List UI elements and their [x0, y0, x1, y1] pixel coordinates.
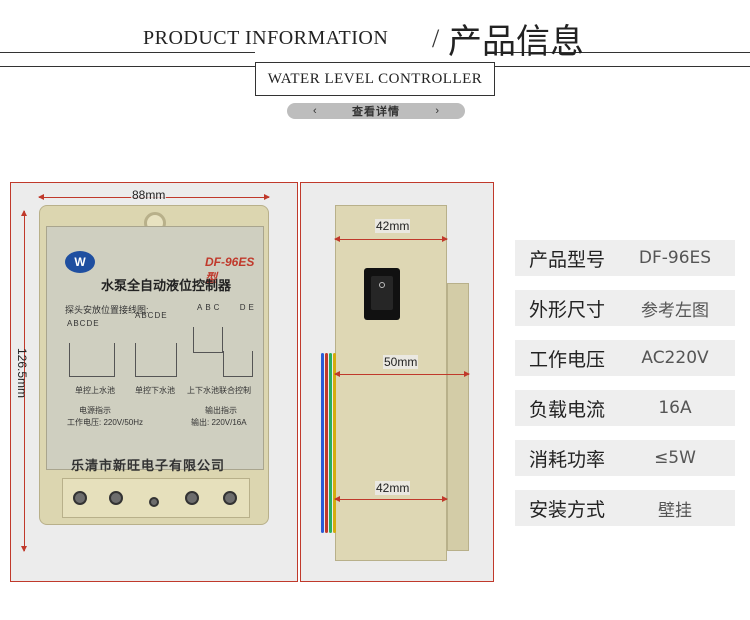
- product-subtitle-text: WATER LEVEL CONTROLLER: [267, 70, 483, 87]
- spec-value: DF-96ES: [638, 248, 712, 268]
- title-english: PRODUCT INFORMATION: [143, 27, 389, 49]
- controller-front: W DF-96ES型 水泵全自动液位控制器 探头安放位置接线图: ABCDE A…: [39, 205, 269, 525]
- bottom-width-dimension-line: [334, 496, 448, 502]
- title-slash: /: [432, 24, 440, 53]
- spec-value: 参考左图: [641, 300, 709, 321]
- arrow-left-icon: [38, 194, 44, 200]
- screw-icon: [109, 491, 123, 505]
- spec-key: 产品型号: [529, 248, 606, 271]
- spec-row-model: 产品型号 DF-96ES: [515, 240, 735, 276]
- power-switch: [364, 268, 400, 320]
- spec-row-mounting: 安装方式 壁挂: [515, 490, 735, 526]
- arrow-left-icon: [334, 496, 340, 502]
- rocker-switch: [371, 276, 393, 310]
- header-rule-top: [0, 52, 255, 53]
- brand-logo: W: [65, 251, 95, 273]
- front-view-photo: 88mm 126.5mm W DF-96ES型 水泵全自动液位控制器 探头安放位…: [10, 182, 298, 582]
- spec-key: 外形尺寸: [529, 298, 606, 321]
- tank-diagram-4: [223, 351, 253, 377]
- output-spec: 输出: 220V/16A: [191, 418, 247, 427]
- probe-letters-2: ABCDE: [135, 311, 168, 320]
- wiring-diagram-title: 探头安放位置接线图:: [65, 305, 149, 315]
- probe-letters-abc: ABC: [197, 303, 223, 312]
- controller-side-rail: [447, 283, 469, 551]
- header-rule-bottom-right: [495, 66, 750, 67]
- wire-green: [329, 353, 332, 533]
- spec-key: 消耗功率: [529, 448, 606, 471]
- view-details-label: 查看详情: [352, 106, 400, 118]
- power-spec: 工作电压: 220V/50Hz: [67, 418, 144, 427]
- spec-row-power: 消耗功率 ≤5W: [515, 440, 735, 476]
- screw-icon: [185, 491, 199, 505]
- power-icon: [379, 282, 385, 288]
- height-dimension-line: [21, 210, 27, 552]
- view-details-button[interactable]: ‹ 查看详情 ›: [287, 103, 465, 119]
- tank-diagram-1: [69, 343, 115, 377]
- arrow-up-icon: [21, 210, 27, 216]
- wire-yellow: [333, 353, 336, 533]
- spec-key: 工作电压: [529, 348, 606, 371]
- device-model-tag: DF-96ES型: [205, 255, 255, 285]
- wire-bundle: [319, 353, 341, 533]
- header-rule-top-right: [495, 52, 750, 53]
- title-chinese: 产品信息: [448, 22, 584, 62]
- side-view-photo: 42mm 50mm 42mm: [300, 182, 494, 582]
- top-width-dimension-label: 42mm: [375, 219, 411, 233]
- arrow-right-icon: [264, 194, 270, 200]
- arrow-right-icon: [464, 371, 470, 377]
- screw-icon: [149, 497, 159, 507]
- wire-red: [325, 353, 328, 533]
- probe-letters-1: ABCDE: [67, 319, 100, 328]
- header-rule-bottom: [0, 66, 255, 67]
- spec-row-current: 负载电流 16A: [515, 390, 735, 426]
- arrow-left-icon: [334, 236, 340, 242]
- output-indicator-title: 输出指示: [205, 406, 237, 415]
- wire-blue: [321, 353, 324, 533]
- chevron-left-icon[interactable]: ‹: [313, 105, 317, 117]
- spec-key: 负载电流: [529, 398, 606, 421]
- width-dimension-label: 88mm: [131, 188, 167, 202]
- mid-width-dimension-label: 50mm: [383, 355, 419, 369]
- controller-side: [335, 205, 447, 561]
- bottom-width-dimension-label: 42mm: [375, 481, 411, 495]
- chevron-right-icon[interactable]: ›: [435, 105, 439, 117]
- power-indicator-title: 电源指示: [79, 406, 111, 415]
- probe-letters-de: DE: [239, 303, 257, 312]
- tank-diagram-2: [135, 343, 177, 377]
- caption-lower-tank: 单控下水池: [135, 386, 175, 395]
- top-width-dimension-line: [334, 236, 448, 242]
- tank-diagram-3: [193, 327, 223, 353]
- terminal-block: [62, 478, 250, 518]
- probe-letters-3: ABC DE: [197, 303, 257, 312]
- spec-value: 16A: [658, 398, 692, 418]
- spec-value: AC220V: [641, 348, 709, 368]
- spec-value: 壁挂: [658, 500, 692, 521]
- screw-icon: [223, 491, 237, 505]
- height-dimension-label: 126.5mm: [15, 348, 29, 399]
- mid-width-dimension-line: [334, 371, 470, 377]
- arrow-down-icon: [21, 546, 27, 552]
- spec-row-voltage: 工作电压 AC220V: [515, 340, 735, 376]
- device-name: 水泵全自动液位控制器: [101, 278, 232, 293]
- screw-icon: [73, 491, 87, 505]
- spec-value: ≤5W: [654, 448, 696, 468]
- arrow-right-icon: [442, 236, 448, 242]
- arrow-left-icon: [334, 371, 340, 377]
- manufacturer-name: 乐清市新旺电子有限公司: [71, 458, 226, 473]
- spec-key: 安装方式: [529, 498, 606, 521]
- caption-combined: 上下水池联合控制: [187, 386, 251, 395]
- arrow-right-icon: [442, 496, 448, 502]
- product-subtitle: WATER LEVEL CONTROLLER: [255, 62, 495, 96]
- controller-label-panel: W DF-96ES型 水泵全自动液位控制器 探头安放位置接线图: ABCDE A…: [46, 226, 264, 473]
- caption-upper-tank: 单控上水池: [75, 386, 115, 395]
- spec-row-size: 外形尺寸 参考左图: [515, 290, 735, 326]
